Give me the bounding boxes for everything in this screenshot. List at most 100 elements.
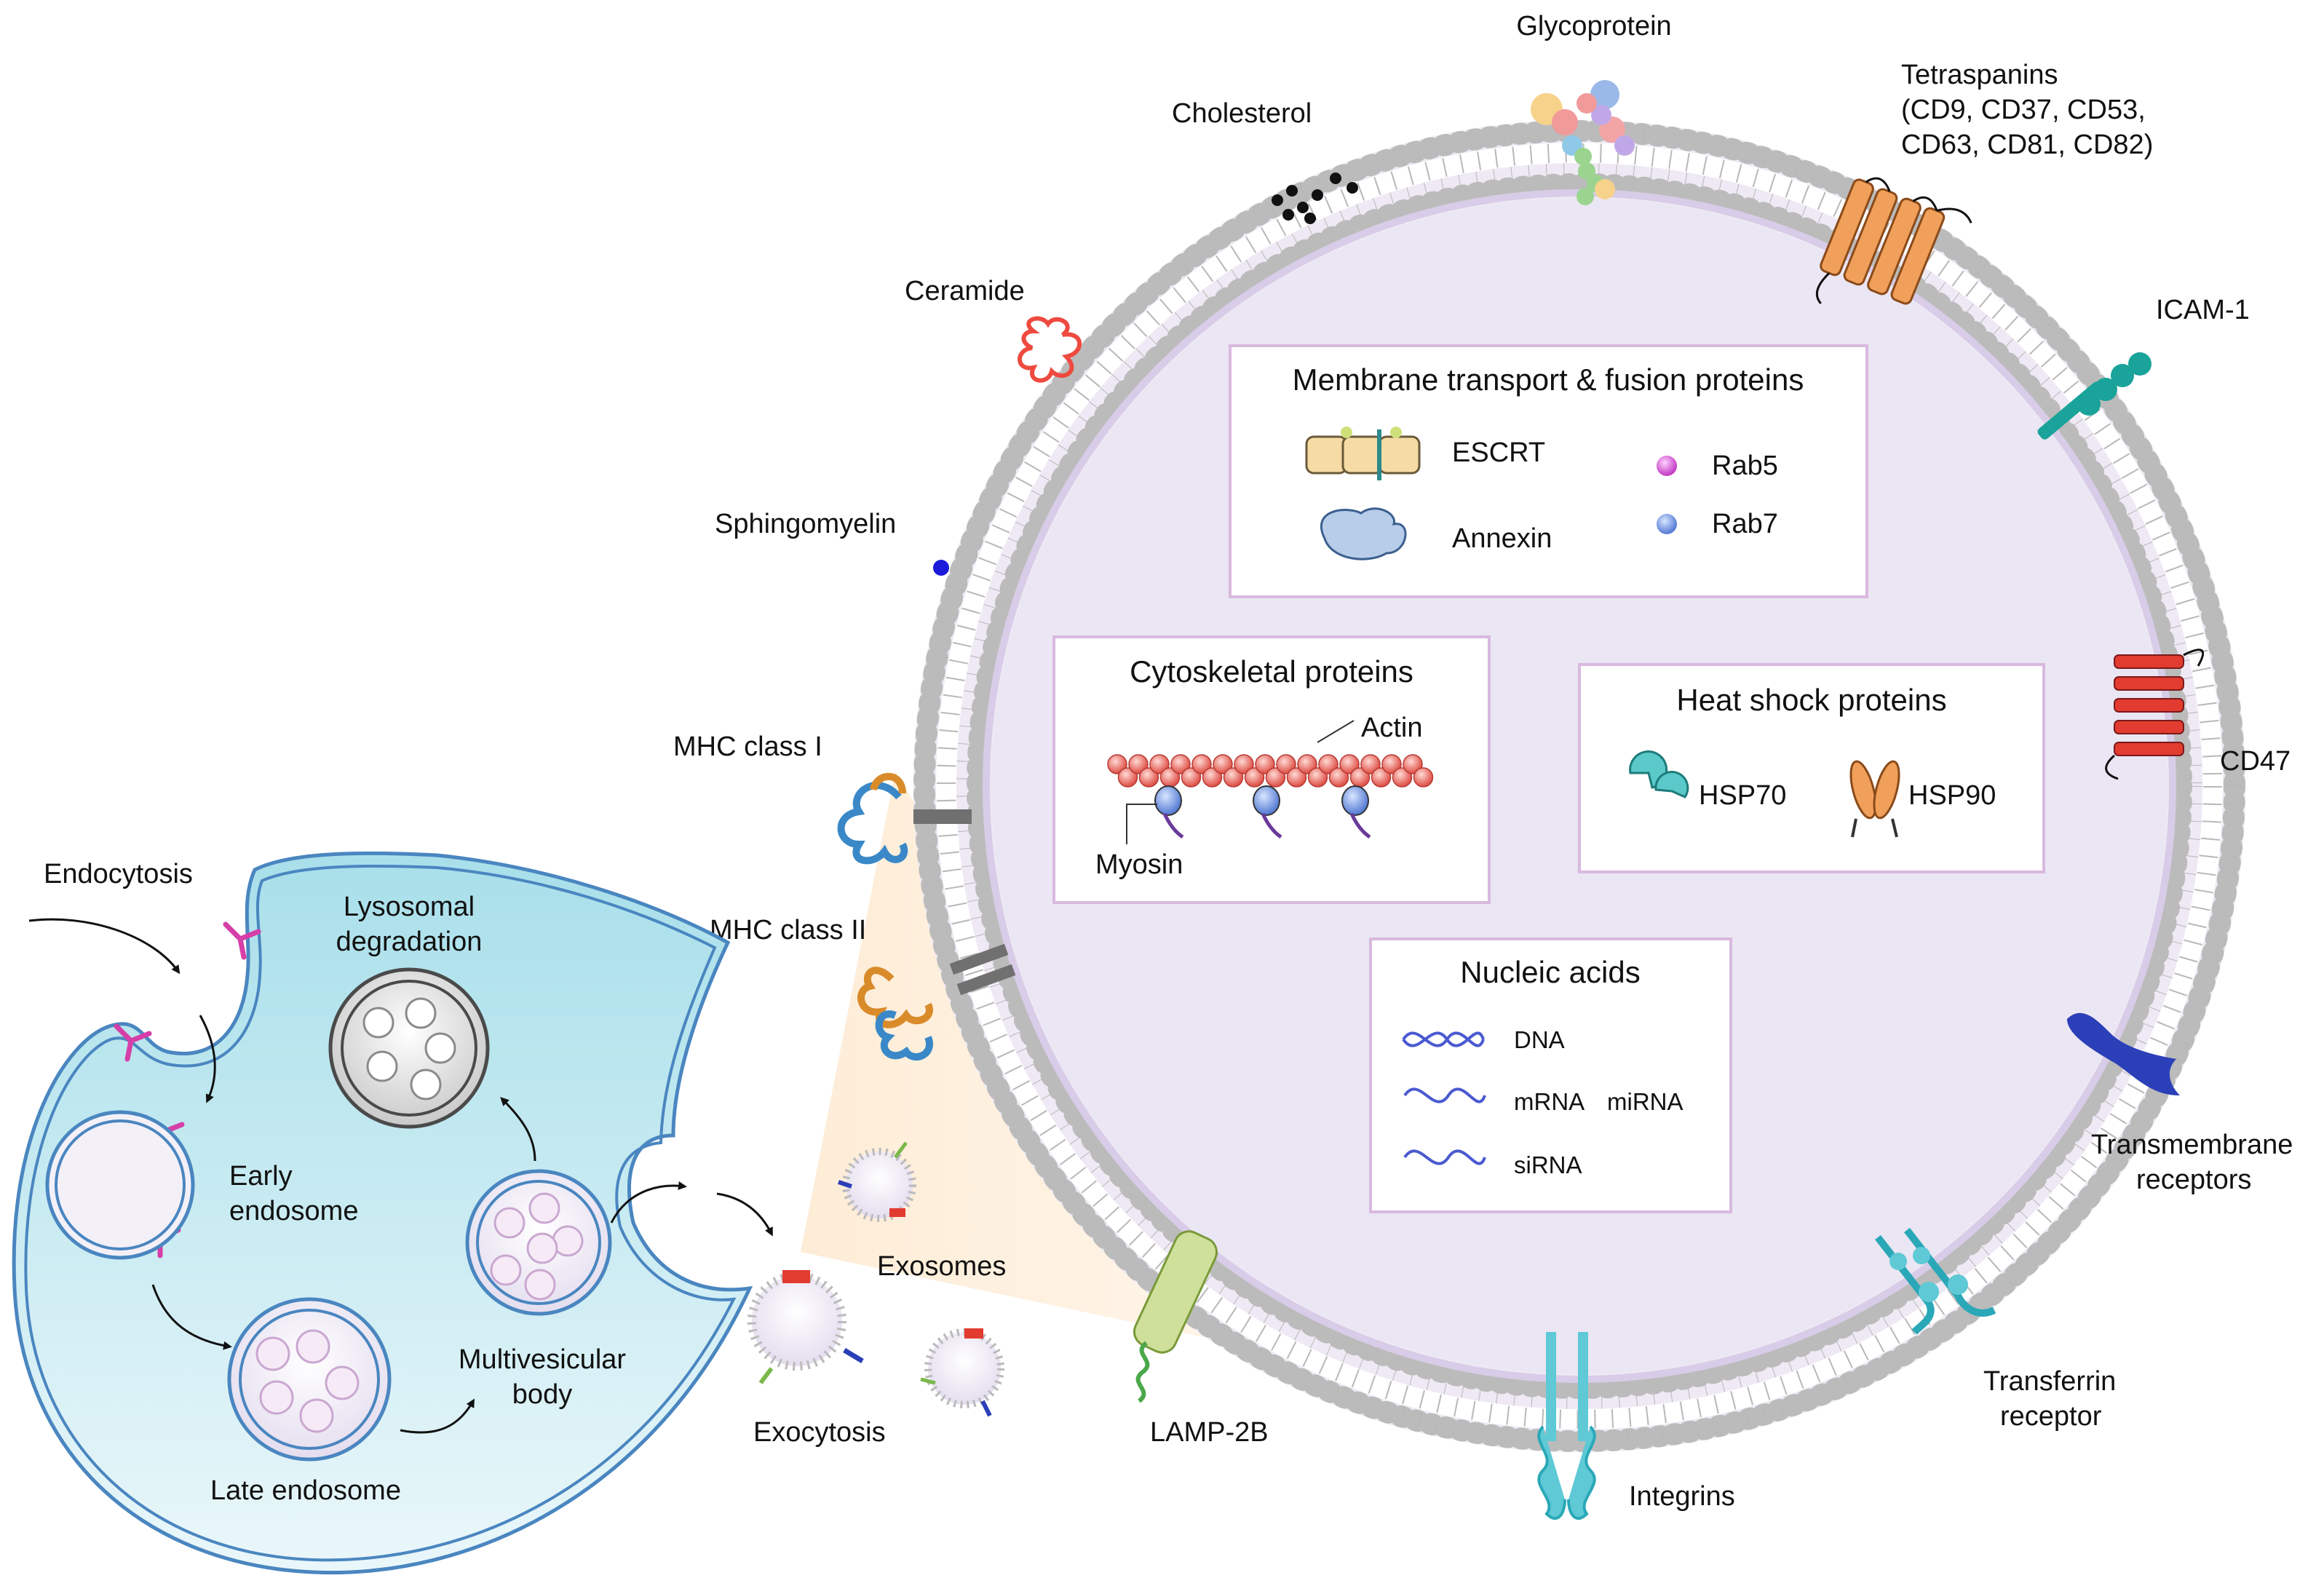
dna-label: DNA [1514,1026,1565,1053]
ceramide-label: Ceramide [905,276,1025,306]
transport-title: Membrane transport & fusion proteins [1293,362,1804,397]
actin-bead [1318,754,1339,774]
heat-title: Heat shock proteins [1676,683,1946,717]
glycoprotein-label: Glycoprotein [1516,11,1671,41]
rab7-icon [1657,514,1677,534]
hsp90-label: HSP90 [1908,780,1996,811]
mhc-class-1-icon [837,772,972,865]
multivesicular-body [465,1169,612,1316]
integrin-icon [1537,1332,1596,1520]
actin-bead [1265,767,1286,788]
exosome-small-1 [838,1141,916,1222]
actin-filament-icon [1107,754,1434,788]
nucleic-acids-box: Nucleic acids DNA mRNA miRNA siRNA [1369,937,1732,1213]
transferrin-receptor-icon [1875,1227,1996,1335]
rab7-label: Rab7 [1712,509,1778,539]
glycoprotein-icon [1531,80,1635,205]
actin-bead [1170,754,1191,774]
cd47-icon [2105,649,2205,780]
transmembrane-receptor-icon [2067,1012,2180,1095]
rab5-icon [1657,456,1677,476]
mvb-label-1: Multivesicular [459,1344,627,1375]
mirna-label: miRNA [1607,1088,1683,1115]
exosome-small-2 [747,1270,864,1384]
sphingomyelin-label: Sphingomyelin [715,509,896,539]
actin-bead [1328,767,1349,788]
myosin-label: Myosin [1095,849,1183,880]
mrna-label: mRNA [1514,1088,1585,1115]
membrane-transport-box: Membrane transport & fusion proteins ESC… [1229,344,1868,598]
transferrin-label-2: receptor [2000,1401,2102,1432]
actin-bead [1392,767,1413,788]
tetraspanins-label-1: Tetraspanins [1901,60,2058,90]
mrna-icon [1403,1087,1486,1103]
integrins-label: Integrins [1629,1481,1735,1512]
mhc-class-2-icon [857,943,1016,1061]
actin-bead [1202,767,1223,788]
nucleic-title: Nucleic acids [1460,955,1640,989]
lysosomal-label-2: degradation [336,927,483,957]
tetraspanins-label-2: (CD9, CD37, CD53, [1901,95,2146,125]
actin-label: Actin [1361,713,1422,743]
hsp70-icon [1629,750,1689,798]
early-endosome [45,1110,195,1260]
myosin-icon [1154,785,1371,839]
actin-bead [1117,767,1138,788]
cholesterol-icon [1272,173,1358,224]
actin-bead [1213,754,1233,774]
actin-bead [1413,767,1434,788]
actin-bead [1181,767,1202,788]
actin-bead [1381,754,1402,774]
actin-bead [1360,754,1381,774]
actin-bead [1371,767,1392,788]
icam-icon [2037,352,2152,440]
ceramide-icon [1018,316,1082,383]
sirna-icon [1403,1149,1486,1165]
actin-bead [1276,754,1296,774]
cell [12,851,753,1575]
mhc1-label: MHC class I [673,731,822,762]
mvb-label-2: body [512,1379,572,1410]
process-arrows [28,918,773,1434]
exocytosis-label: Exocytosis [753,1417,886,1448]
actin-bead [1191,754,1212,774]
lysosome [328,967,490,1129]
cholesterol-label: Cholesterol [1172,98,1312,129]
actin-bead [1339,754,1360,774]
early-endosome-label-2: endosome [229,1196,358,1226]
actin-bead [1244,767,1265,788]
actin-bead [1297,754,1317,774]
tetraspanins-label-3: CD63, CD81, CD82) [1901,130,2153,160]
sphingomyelin-icon [933,560,949,576]
lamp-label: LAMP-2B [1150,1417,1269,1448]
actin-bead [1307,767,1328,788]
late-endosome-label: Late endosome [210,1475,401,1506]
transferrin-label-1: Transferrin [1983,1366,2116,1397]
actin-bead [1234,754,1254,774]
actin-bead [1223,767,1244,788]
rab5-label: Rab5 [1712,451,1778,481]
annexin-icon [1320,507,1407,560]
escrt-label: ESCRT [1452,437,1545,468]
transmembrane-label-2: receptors [2136,1165,2251,1195]
heat-shock-box: Heat shock proteins HSP70 HSP90 [1578,663,2045,873]
cytoskeletal-box: Cytoskeletal proteins Actin Myosin [1052,635,1491,904]
lamp-2b-icon [1133,1230,1218,1403]
endocytosis-label: Endocytosis [44,859,193,889]
early-endosome-label-1: Early [229,1161,293,1191]
late-endosome [227,1297,392,1462]
actin-bead [1255,754,1275,774]
actin-bead [1403,754,1423,774]
actin-bead [1128,754,1149,774]
mhc2-label: MHC class II [710,915,866,945]
actin-bead [1138,767,1159,788]
actin-bead [1149,754,1170,774]
actin-bead [1107,754,1127,774]
exosomes-label: Exosomes [877,1251,1006,1282]
exosome-small-3 [920,1328,1004,1417]
cyto-title: Cytoskeletal proteins [1130,654,1413,689]
icam-label: ICAM-1 [2156,295,2250,325]
hsp90-icon [1849,760,1900,838]
lysosomal-label-1: Lysosomal [344,892,475,922]
